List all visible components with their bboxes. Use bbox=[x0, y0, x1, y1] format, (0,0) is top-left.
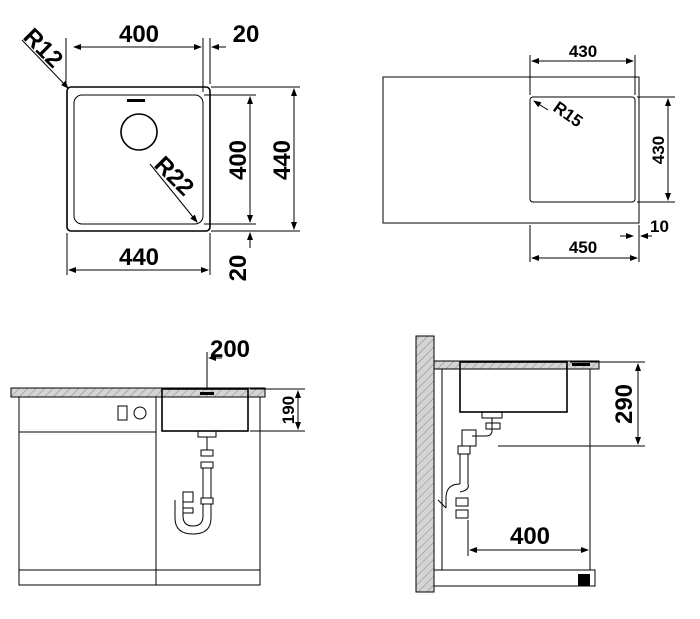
dim-label-flange-top: 20 bbox=[233, 21, 260, 48]
sink-plan-view: 400 20 R12 R22 400 440 440 20 bbox=[18, 21, 300, 281]
drain-trap-left bbox=[174, 430, 217, 535]
dim-label-radius-corner: R12 bbox=[18, 23, 68, 73]
sink-outer-rim bbox=[66, 86, 211, 232]
dim-label-width-outer: 440 bbox=[119, 244, 159, 271]
dim-label-cabinet-width: 450 bbox=[569, 238, 597, 257]
dim-label-width-inner: 400 bbox=[119, 21, 159, 48]
wall-section bbox=[415, 335, 435, 593]
overflow-slot bbox=[127, 99, 145, 102]
cutout-plan-view: 430 430 R15 450 10 bbox=[382, 42, 675, 262]
countertop-outline bbox=[382, 76, 640, 224]
dim-label-height-inner: 400 bbox=[225, 140, 252, 180]
sink-cabinet bbox=[155, 396, 261, 571]
dim-label-side-distance: 400 bbox=[510, 523, 550, 550]
front-elevation-view: 200 190 bbox=[10, 336, 305, 586]
cutout-outline bbox=[529, 96, 636, 203]
dim-label-side-depth: 290 bbox=[611, 384, 638, 424]
sink-inner-bowl bbox=[73, 94, 204, 225]
dim-label-cutout-width: 430 bbox=[569, 42, 597, 61]
dim-label-front-depth: 190 bbox=[279, 396, 298, 424]
sink-bowl-side bbox=[459, 361, 568, 413]
dim-label-cutout-radius: R15 bbox=[550, 98, 586, 131]
drain-trap-right bbox=[437, 411, 503, 519]
dim-label-front-width: 200 bbox=[210, 336, 250, 363]
dim-label-flange-bottom: 20 bbox=[225, 255, 252, 282]
side-section-view: 290 400 bbox=[415, 335, 645, 593]
dim-label-cutout-height: 430 bbox=[649, 136, 668, 164]
dim-label-offset: 10 bbox=[650, 217, 669, 236]
control-knob-round-icon bbox=[133, 406, 147, 420]
drain-circle bbox=[120, 113, 158, 151]
dim-label-height-outer: 440 bbox=[269, 140, 296, 180]
dim-label-radius-inner: R22 bbox=[149, 151, 199, 201]
countertop-right bbox=[433, 360, 600, 370]
control-knob-square-icon bbox=[117, 405, 128, 421]
left-cabinet bbox=[18, 396, 157, 571]
